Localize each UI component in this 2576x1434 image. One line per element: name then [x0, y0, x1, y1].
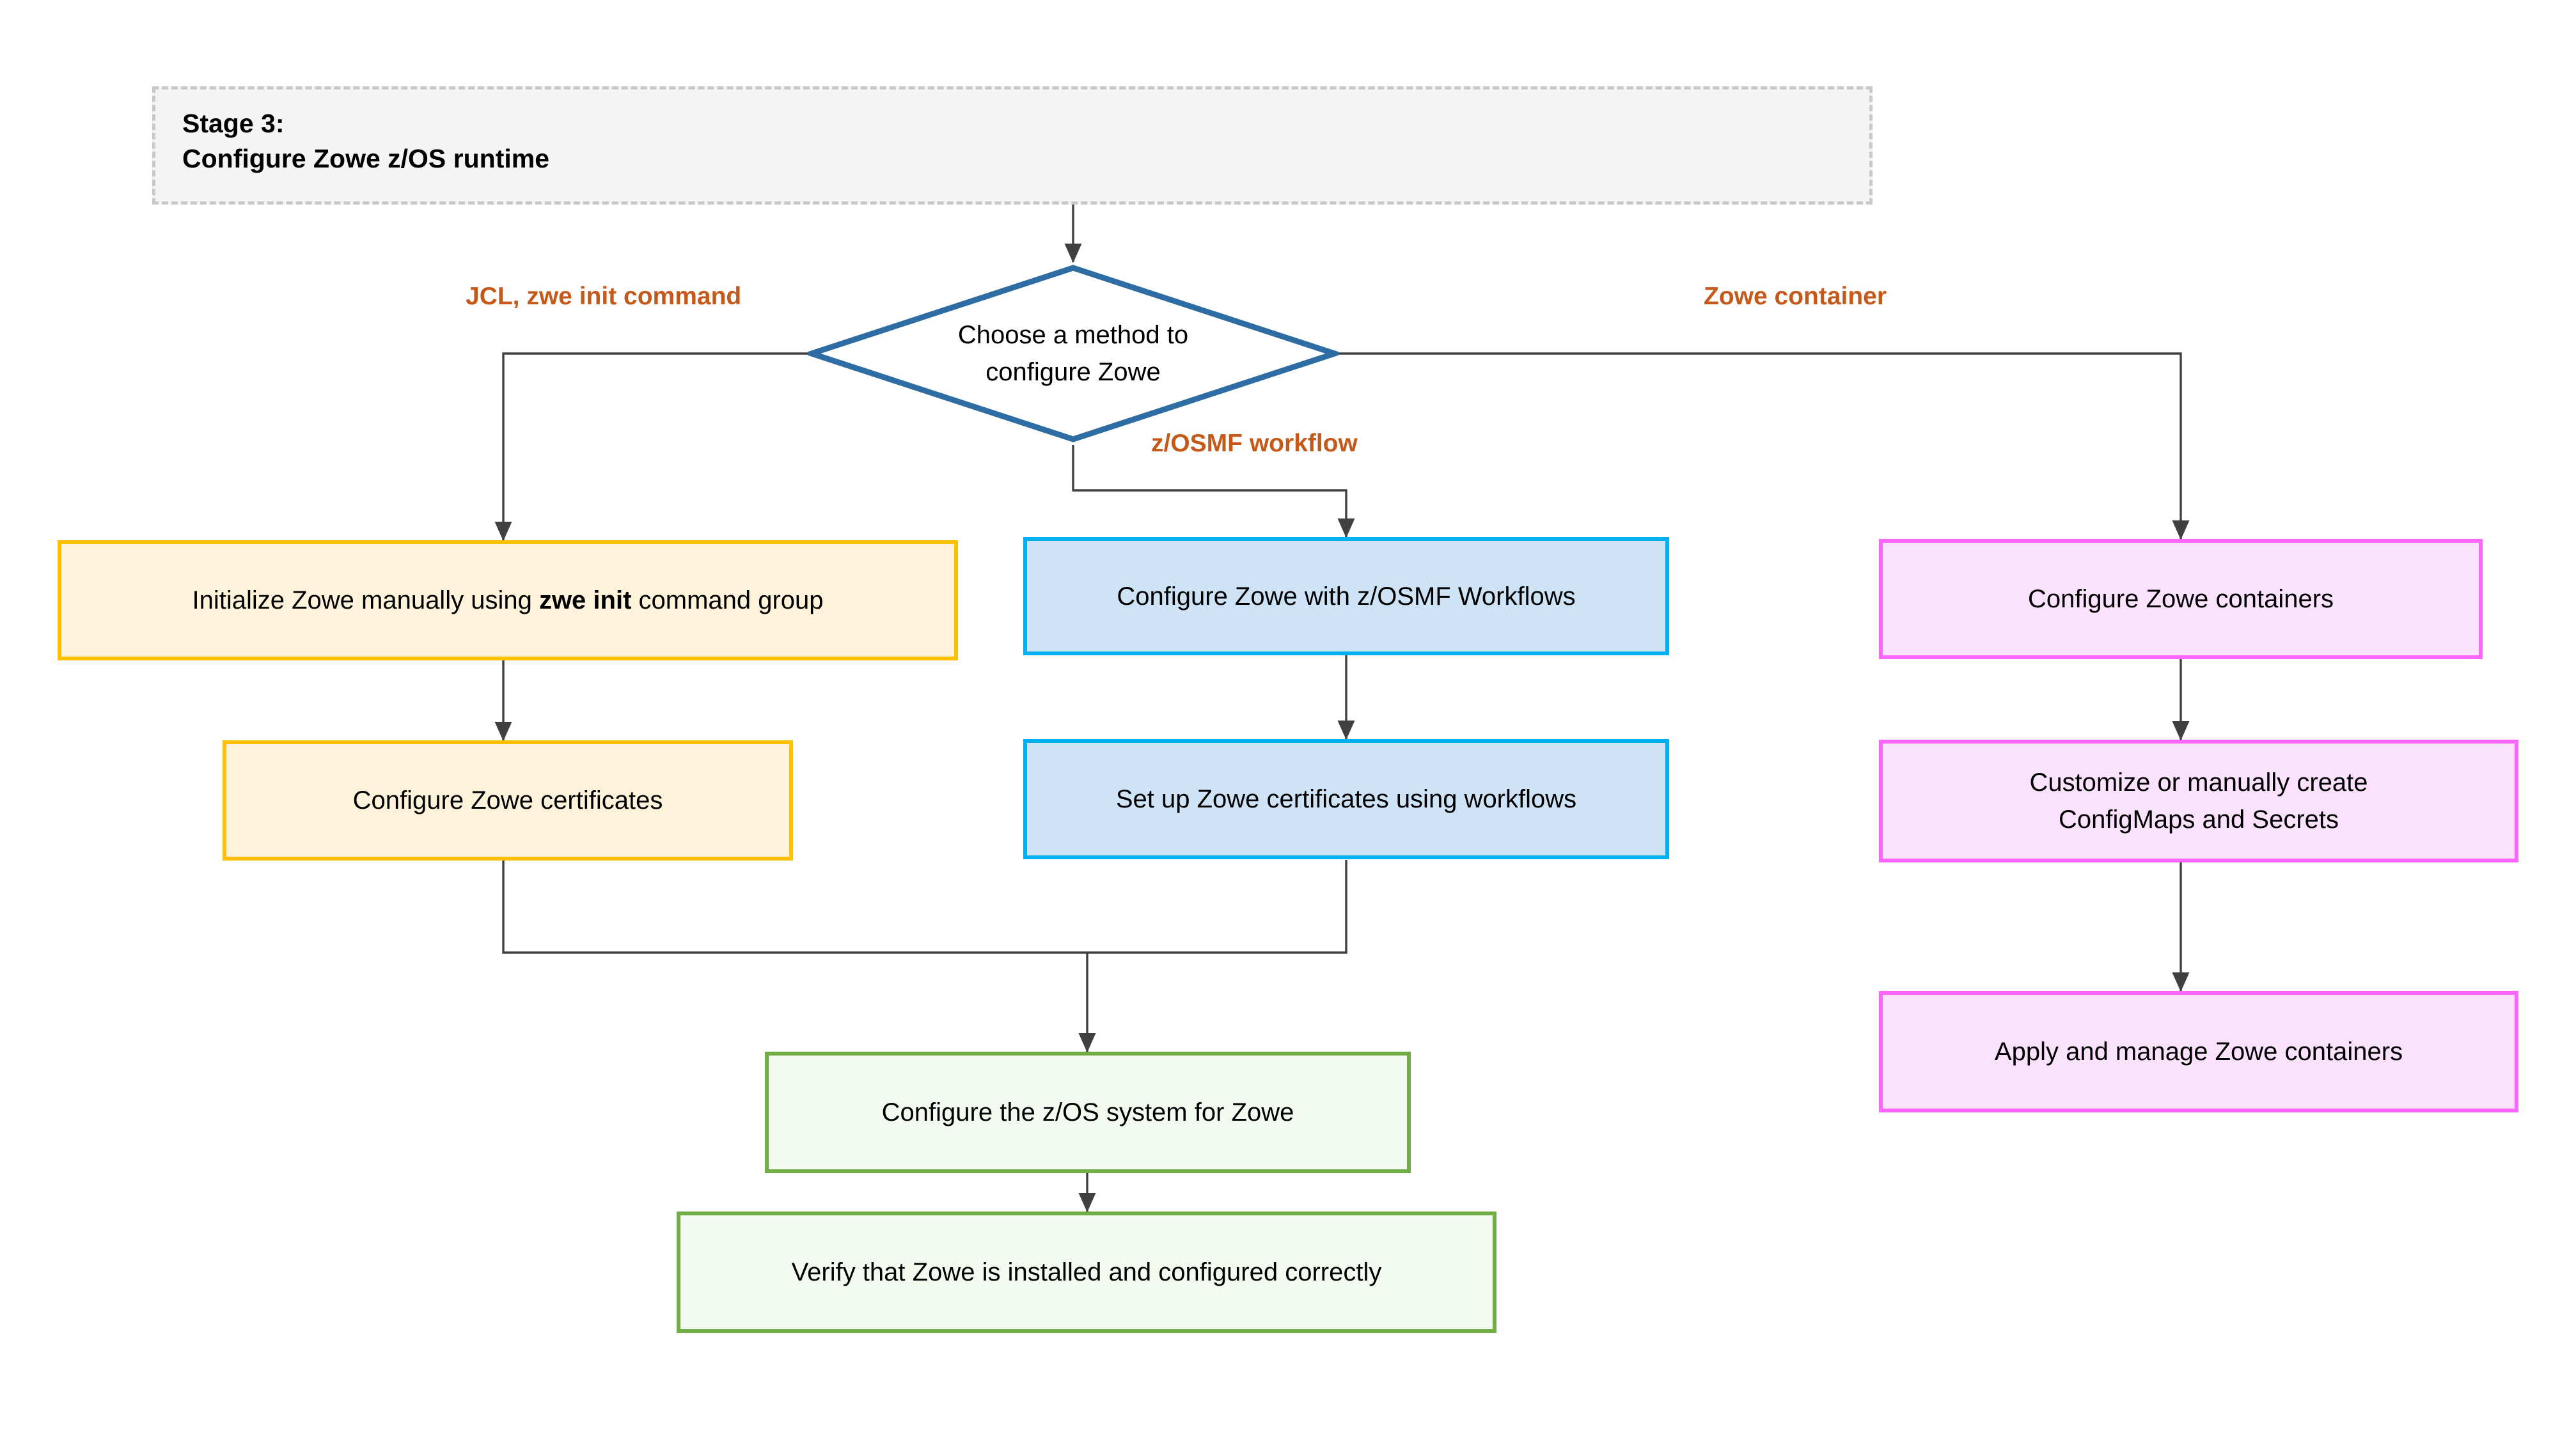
node-configure-zowe-containers[interactable]: Configure Zowe containers — [1879, 539, 2483, 659]
stage-title: Stage 3: Configure Zowe z/OS runtime — [182, 109, 550, 174]
decision-choose-method[interactable]: Choose a method to configure Zowe — [808, 264, 1339, 443]
node-initialize-zowe-manually[interactable]: Initialize Zowe manually using zwe init … — [58, 540, 958, 660]
node-configure-zos-system[interactable]: Configure the z/OS system for Zowe — [765, 1052, 1411, 1173]
edge-decision-to-workflows — [1072, 445, 1355, 538]
node-verify-installation[interactable]: Verify that Zowe is installed and config… — [677, 1212, 1496, 1333]
node-configure-zowe-with-zosmf-workflows[interactable]: Configure Zowe with z/OSMF Workflows — [1023, 537, 1669, 655]
diamond-shape — [808, 265, 1339, 442]
node-customize-configmaps-secrets[interactable]: Customize or manually create ConfigMaps … — [1879, 740, 2518, 862]
edge-decision-to-initialize — [494, 352, 808, 542]
edge-label-zosmf-workflow: z/OSMF workflow — [1151, 430, 1358, 457]
merge-rail-right — [1087, 860, 1347, 954]
stage-banner: Stage 3: Configure Zowe z/OS runtime — [152, 86, 1873, 205]
decision-label: Choose a method to configure Zowe — [957, 321, 1189, 386]
edge-decision-to-containers — [1339, 352, 2190, 540]
merge-rail-left — [502, 860, 1087, 954]
node-initialize-zowe-manually-label: Initialize Zowe manually using zwe init … — [192, 586, 824, 614]
node-apply-manage-containers[interactable]: Apply and manage Zowe containers — [1879, 991, 2518, 1112]
node-setup-certificates-using-workflows[interactable]: Set up Zowe certificates using workflows — [1023, 739, 1669, 859]
edge-label-zowe-container: Zowe container — [1704, 283, 1887, 310]
edge-label-jcl-zwe-init: JCL, zwe init command — [466, 283, 742, 310]
node-configure-zowe-certificates[interactable]: Configure Zowe certificates — [223, 740, 793, 861]
